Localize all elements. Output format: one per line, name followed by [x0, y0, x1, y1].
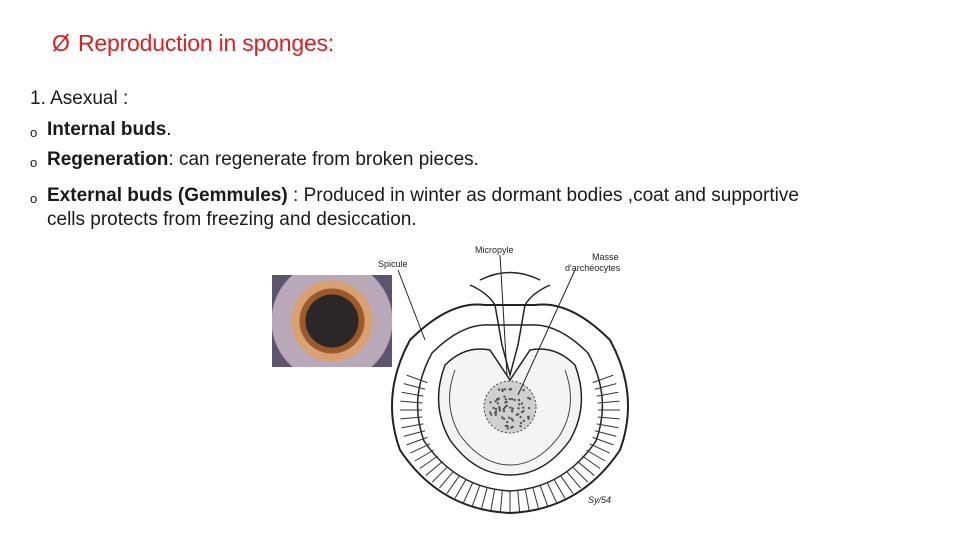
label-spicule: Spicule [378, 259, 408, 269]
bullet-list: o Internal buds. o Regeneration: can reg… [30, 118, 830, 238]
bullet-text: : can regenerate from broken pieces. [168, 149, 479, 170]
subheading: 1. Asexual : [30, 88, 129, 109]
label-masse: Masse [592, 252, 619, 262]
artist-signature: Sy/54 [588, 495, 611, 505]
circle-bullet-icon: o [30, 191, 38, 206]
bullet-text: : Produced in winter as dormant bodies ,… [47, 185, 799, 230]
bullet-item: o Regeneration: can regenerate from brok… [30, 148, 830, 172]
bullet-item: o External buds (Gemmules) : Produced in… [30, 184, 830, 232]
gemmule-diagram: Spicule Micropyle Masse d'archéocytes Sy… [378, 245, 629, 515]
bullet-item: o Internal buds. [30, 118, 830, 142]
title-text: Reproduction in sponges: [78, 30, 335, 56]
bullet-term: Internal buds [47, 119, 167, 140]
micropyle-neck [469, 284, 551, 378]
label-archeocytes: d'archéocytes [565, 263, 621, 273]
arrow-bullet-icon: Ø [52, 30, 70, 56]
spicule-layer [391, 303, 629, 515]
bullet-term: External buds (Gemmules) [47, 185, 288, 206]
gemmule-photo [272, 275, 392, 367]
circle-bullet-icon: o [30, 125, 38, 140]
slide-title: Ø Reproduction in sponges: [52, 30, 334, 57]
label-micropyle: Micropyle [475, 245, 514, 255]
circle-bullet-icon: o [30, 155, 38, 170]
bullet-text: . [166, 119, 172, 140]
bullet-term: Regeneration [47, 149, 169, 170]
